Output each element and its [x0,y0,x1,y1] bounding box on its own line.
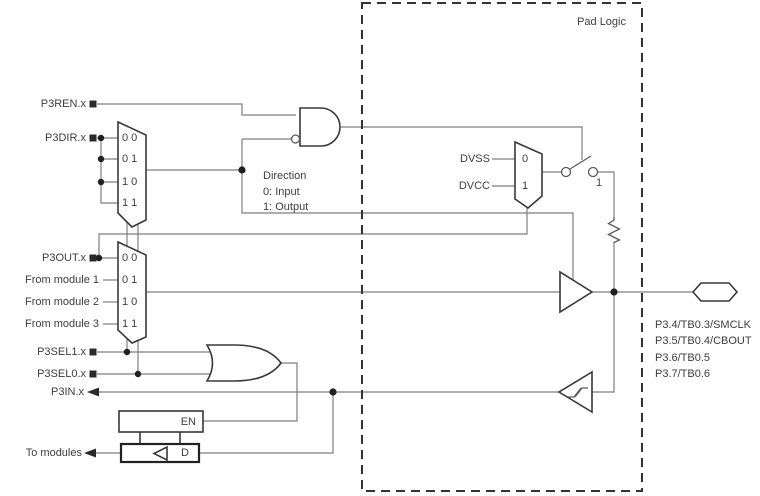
or-gate [205,344,282,382]
output-mux-row-10: 1 0 [122,296,137,308]
label-from-module-1: From module 1 [25,274,99,286]
clock-triangle-icon [152,445,168,462]
p3sel0-terminal-icon [89,370,97,378]
wire-pull-select [98,207,528,258]
wire-p3ren [97,103,296,116]
p3dir-terminal-icon [89,134,97,142]
direction-mux-row-11: 1 1 [122,197,137,209]
p3out-terminal-icon [89,254,97,262]
pull-switch: 1 [560,155,602,189]
direction-mux-row-01: 0 1 [122,153,137,165]
p3sel1-terminal-icon [89,348,97,356]
to-modules-arrow-icon [84,448,96,458]
switch-contact-right-icon [587,166,599,178]
label-p3sel1: P3SEL1.x [37,346,86,358]
direction-mux-row-00: 0 0 [122,132,137,144]
direction-note-input: 0: Input [263,186,300,198]
pin-label-3: P3.6/TB0.5 [655,352,710,364]
label-from-module-2: From module 2 [25,296,99,308]
pad-logic-boundary [361,2,643,492]
label-p3sel0: P3SEL0.x [37,368,86,380]
pull-resistor-icon [607,217,622,244]
register-terminals [89,100,97,378]
direction-mux: 0 0 0 1 1 0 1 1 [117,120,147,228]
p3in-arrow-icon [87,387,99,397]
direction-note-output: 1: Output [263,201,308,213]
label-p3dir: P3DIR.x [45,132,86,144]
input-latch: EN D [118,410,204,464]
wire-direction [146,138,574,280]
junction-dots [95,134,618,396]
direction-note-title: Direction [263,170,306,182]
label-p3ren: P3REN.x [41,98,87,110]
wire-p3in [87,387,559,397]
and-gate [290,107,341,147]
wire-p3dir [97,137,118,204]
switch-label: 1 [596,177,602,189]
label-dvss: DVSS [460,153,490,165]
wire-to-modules [84,448,121,458]
pull-mux-row-0: 0 [522,153,528,165]
output-mux-row-01: 0 1 [122,274,137,286]
wire-sel1 [97,222,214,353]
switch-contact-left-icon [560,166,572,178]
wire-pull-enable [341,126,583,160]
pin-label-4: P3.7/TB0.6 [655,368,710,380]
inverter-bubble-icon [290,134,301,144]
hysteresis-icon [568,387,588,398]
output-driver-buffer [559,270,594,314]
label-p3out: P3OUT.x [42,252,87,264]
pull-mux: 0 1 [514,140,543,210]
output-mux-row-00: 0 0 [122,252,137,264]
pad-icon [691,282,739,302]
signal-labels: P3REN.x P3DIR.x P3OUT.x From module 1 Fr… [25,98,99,459]
wire-pad-to-schmitt [592,292,615,393]
output-mux-row-11: 1 1 [122,318,137,330]
label-dvcc: DVCC [459,180,490,192]
output-mux: 0 0 0 1 1 0 1 1 [117,240,147,344]
label-to-modules: To modules [26,447,83,459]
latch-connectors [139,432,181,444]
pin-label-2: P3.5/TB0.4/CBOUT [655,335,752,347]
pad-logic-label: Pad Logic [577,16,626,28]
pin-function-labels: P3.4/TB0.3/SMCLK P3.5/TB0.4/CBOUT P3.6/T… [655,319,752,380]
wire-pull-path [542,171,615,292]
pin-label-1: P3.4/TB0.3/SMCLK [655,319,752,331]
direction-mux-row-10: 1 0 [122,176,137,188]
pull-mux-source-labels: DVSS DVCC [459,153,490,192]
latch-en-label: EN [181,416,196,428]
label-p3in: P3IN.x [51,386,85,398]
p3ren-terminal-icon [89,100,97,108]
wire-latch-en [203,362,298,422]
latch-d-label: D [181,447,189,459]
switch-lever-icon [569,155,592,170]
latch-en-box [118,410,204,433]
direction-note: Direction 0: Input 1: Output [263,170,308,213]
schmitt-trigger-buffer [557,370,593,414]
label-from-module-3: From module 3 [25,318,99,330]
wire-latch-d [199,392,334,454]
pull-mux-row-1: 1 [522,180,528,192]
